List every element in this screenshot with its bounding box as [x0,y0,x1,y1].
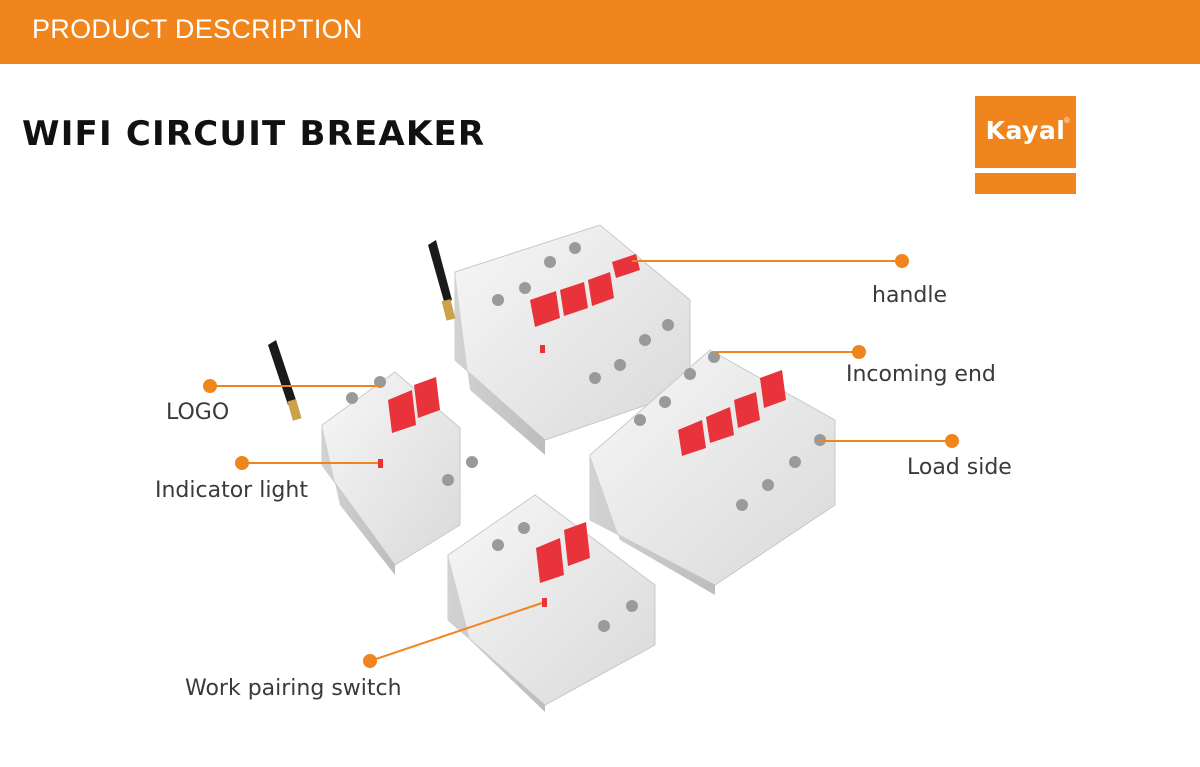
logo-bottom-stripe [975,173,1076,194]
breaker-left-indicator [378,459,383,468]
callout-indicator-light [235,456,378,470]
label-indicator-light: Indicator light [155,478,308,503]
callout-work-pairing-switch [363,602,543,668]
breaker-right [589,349,836,595]
breaker-front-indicator [542,598,547,607]
callout-logo [203,379,382,393]
logo-text: Kayal [985,116,1066,145]
breaker-front-handles [536,522,590,583]
breaker-front [447,494,656,712]
breaker-back [428,224,691,455]
page-title: WIFI CIRCUIT BREAKER [22,114,486,154]
breaker-back-indicator [540,345,545,353]
header-title: PRODUCT DESCRIPTION [32,14,363,44]
brand-logo: Kayal ® [975,96,1076,194]
breaker-left [268,340,478,575]
label-incoming-end: Incoming end [846,362,996,387]
label-work-pairing-switch: Work pairing switch [185,676,402,701]
logo-registered: ® [1064,116,1070,125]
antenna-icon [268,340,302,421]
label-handle: handle [872,283,947,308]
logo-top-block [975,96,1076,168]
callout-load-side [820,434,959,448]
breaker-left-handles [388,377,440,433]
callout-handle [632,254,909,268]
callout-incoming-end [716,345,866,359]
label-logo: LOGO [166,400,230,425]
breaker-back-handles [530,254,640,327]
label-load-side: Load side [907,455,1012,480]
header-bar: PRODUCT DESCRIPTION [0,0,1200,64]
antenna-icon [428,240,456,321]
breaker-right-handles [678,370,786,456]
